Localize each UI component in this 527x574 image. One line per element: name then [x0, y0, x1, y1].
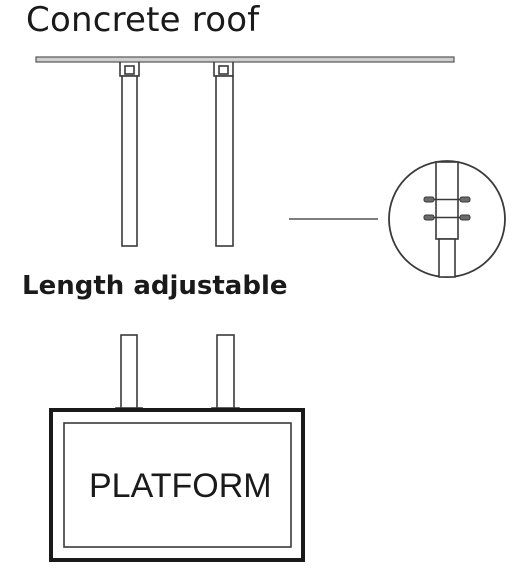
diagram-subtitle: Length adjustable [22, 271, 288, 301]
platform-frame [49, 408, 305, 562]
pole-left-top [121, 75, 138, 247]
pole-left-bottom [120, 334, 138, 410]
upper-pole-left [119, 62, 140, 247]
diagram-title: Concrete roof [26, 0, 260, 40]
platform-label: PLATFORM [89, 467, 272, 505]
lower-poles [115, 334, 240, 413]
pole-right-bottom [216, 334, 235, 410]
roof-slab [35, 56, 455, 63]
upper-pole-right [213, 62, 234, 247]
adjust-bolts [423, 196, 471, 221]
pole-right-top [215, 75, 234, 247]
detail-magnifier [388, 160, 506, 278]
